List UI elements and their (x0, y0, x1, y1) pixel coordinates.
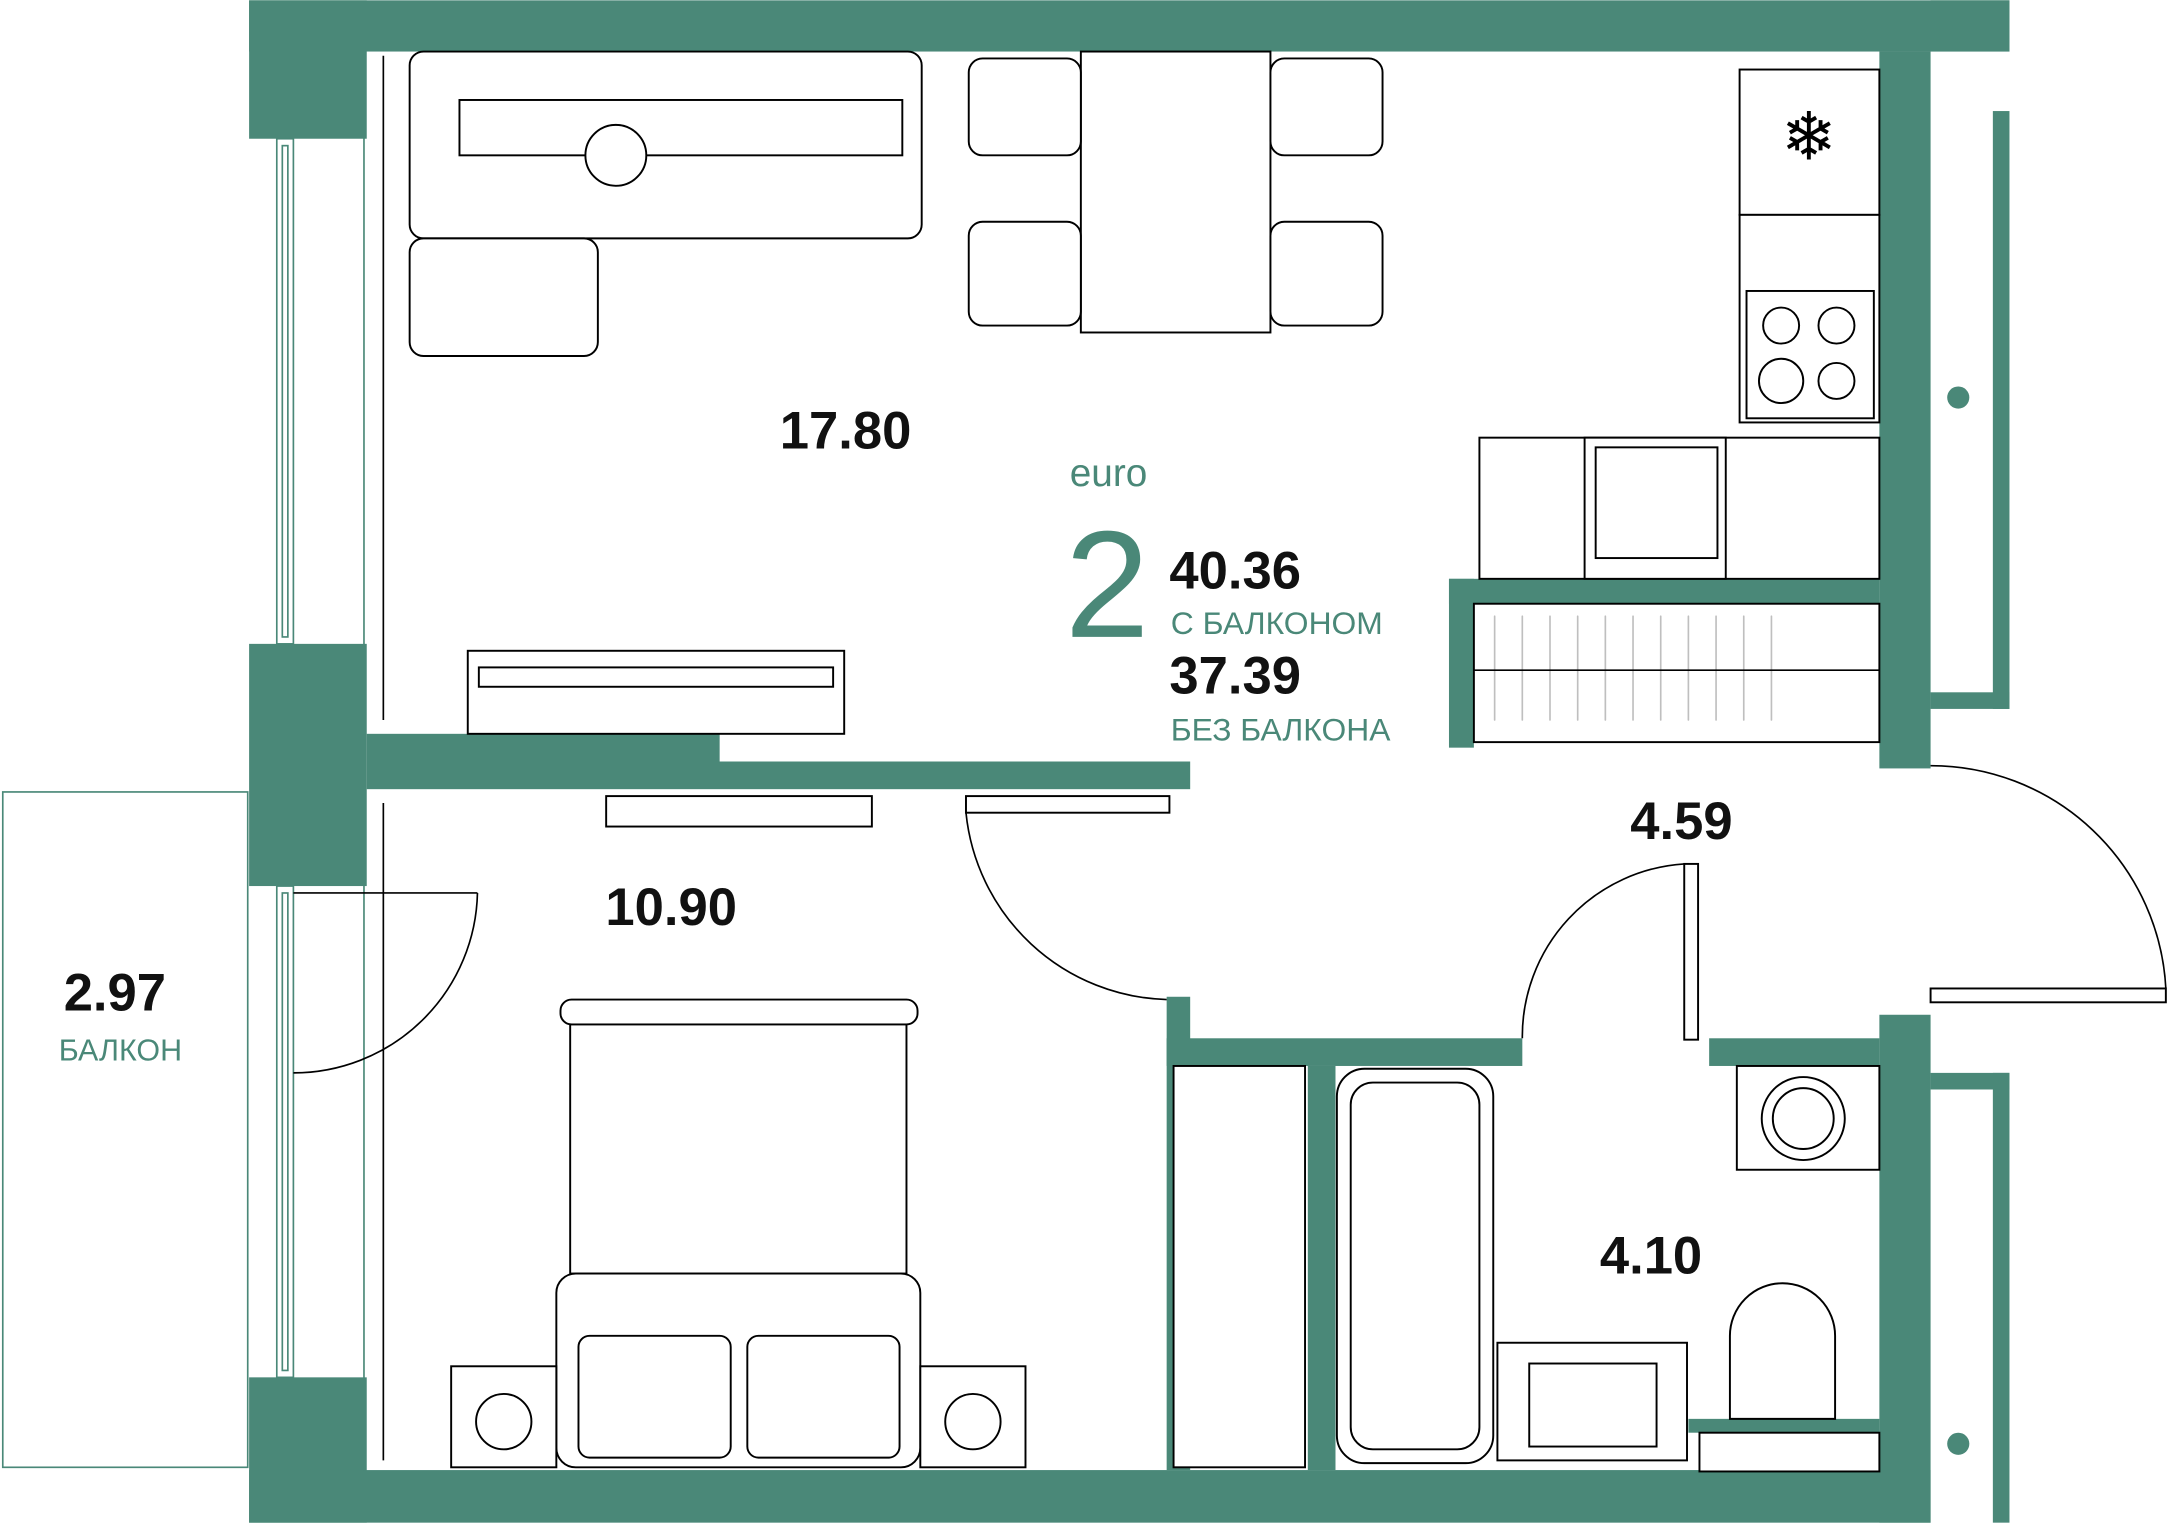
walls (249, 0, 2010, 1523)
bathroom-furniture (1335, 1064, 1881, 1473)
living-kitchen-area: 17.80 (780, 402, 912, 461)
with-balcony-label: С БАЛКОНОМ (1171, 605, 1383, 641)
rooms-count: 2 (1065, 500, 1150, 670)
freezer-icon: ❄ (1781, 101, 1837, 174)
balcony-area: 2.97 (64, 964, 166, 1023)
living-furniture (408, 50, 1384, 828)
bedroom-furniture (450, 998, 1307, 1469)
without-balcony-label: БЕЗ БАЛКОНА (1171, 712, 1391, 748)
kitchen-furniture: ❄ (1472, 68, 1881, 744)
bathroom-area: 4.10 (1600, 1227, 1702, 1286)
area-without-balcony: 37.39 (1169, 647, 1301, 706)
riser-marker (1947, 1432, 1970, 1455)
doors (293, 764, 2167, 1074)
balcony-label: БАЛКОН (59, 1033, 182, 1067)
hallway-area: 4.59 (1630, 792, 1732, 851)
balcony (1, 791, 249, 1469)
riser-marker (1947, 386, 1970, 409)
windows (275, 51, 365, 1471)
apartment-type-prefix: euro (1070, 452, 1148, 495)
area-with-balcony: 40.36 (1169, 542, 1301, 601)
bedroom-area: 10.90 (605, 878, 737, 937)
